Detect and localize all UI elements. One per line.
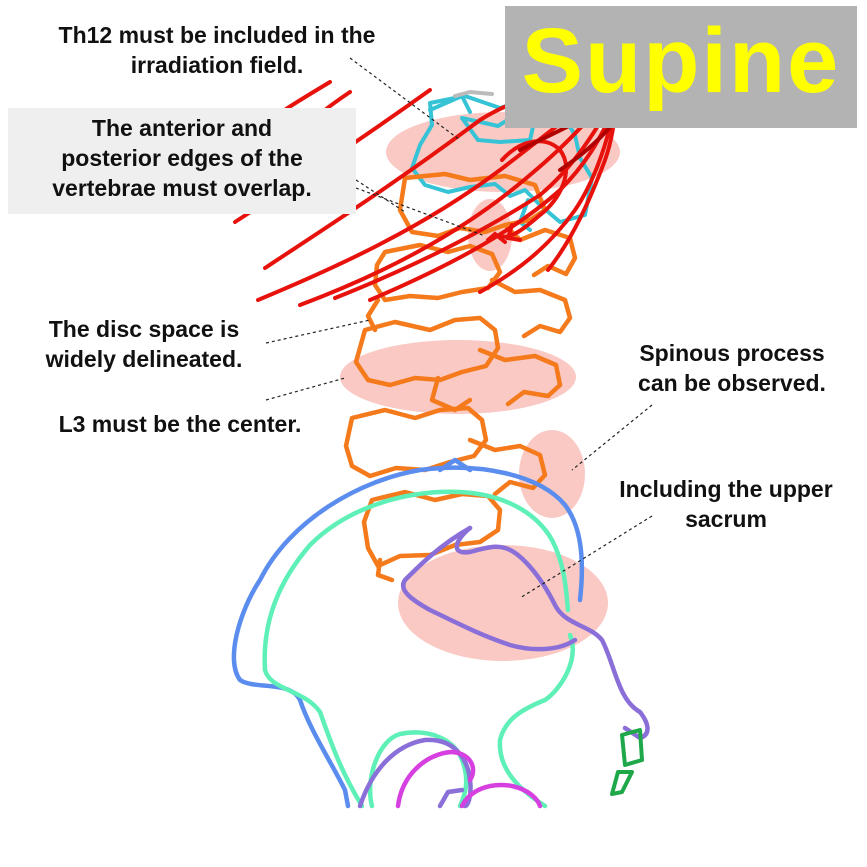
annotation-th12-line-2: irradiation field. <box>130 52 304 78</box>
highlight-l3 <box>340 340 576 414</box>
leader-sacrum <box>519 515 653 599</box>
annotation-l3-line-1: L3 must be the center. <box>58 411 302 437</box>
annotation-disc: The disc space is widely delineated. <box>14 314 274 374</box>
annotation-th12: Th12 must be included in the irradiation… <box>14 20 420 80</box>
vertebra-l5 <box>361 489 503 569</box>
iliac-inner <box>262 489 575 809</box>
iliac-outer <box>231 457 585 809</box>
leader-th12 <box>349 57 461 141</box>
annotation-edges-line-3: vertebrae must overlap. <box>52 175 312 201</box>
annotation-l3: L3 must be the center. <box>20 409 340 439</box>
annotation-sacrum-line-2: sacrum <box>685 506 767 532</box>
leader-lines <box>265 57 653 599</box>
annotation-edges-box <box>8 108 356 214</box>
leader-edges-2 <box>355 187 486 237</box>
leader-l3 <box>265 377 346 401</box>
femoral-heads <box>395 749 543 809</box>
leader-edges-1 <box>355 179 406 213</box>
position-badge: Supine <box>505 6 857 128</box>
annotation-edges-line-2: posterior edges of the <box>61 145 303 171</box>
annotation-spinous-line-2: can be observed. <box>638 370 826 396</box>
leader-spinous <box>571 404 653 471</box>
annotation-spinous-line-1: Spinous process <box>639 340 825 366</box>
vertebra-l3 <box>353 315 501 388</box>
coccyx <box>610 728 644 796</box>
vertebra-l2 <box>372 242 503 303</box>
position-badge-text: Supine <box>521 10 841 112</box>
annotation-sacrum: Including the upper sacrum <box>588 474 864 534</box>
annotation-th12-line-1: Th12 must be included in the <box>58 22 376 48</box>
annotation-disc-line-1: The disc space is <box>48 316 240 342</box>
annotation-edges-line-1: The anterior and <box>91 115 273 141</box>
annotation-spinous: Spinous process can be observed. <box>612 338 852 398</box>
vertebra-l4 <box>343 405 489 479</box>
annotation-disc-line-2: widely delineated. <box>45 346 243 372</box>
annotation-sacrum-line-1: Including the upper <box>619 476 833 502</box>
highlight-spinous <box>519 430 585 518</box>
leader-disc <box>265 319 371 344</box>
annotation-edges: The anterior and posterior edges of the … <box>8 113 356 203</box>
highlight-sacrum <box>398 545 608 661</box>
